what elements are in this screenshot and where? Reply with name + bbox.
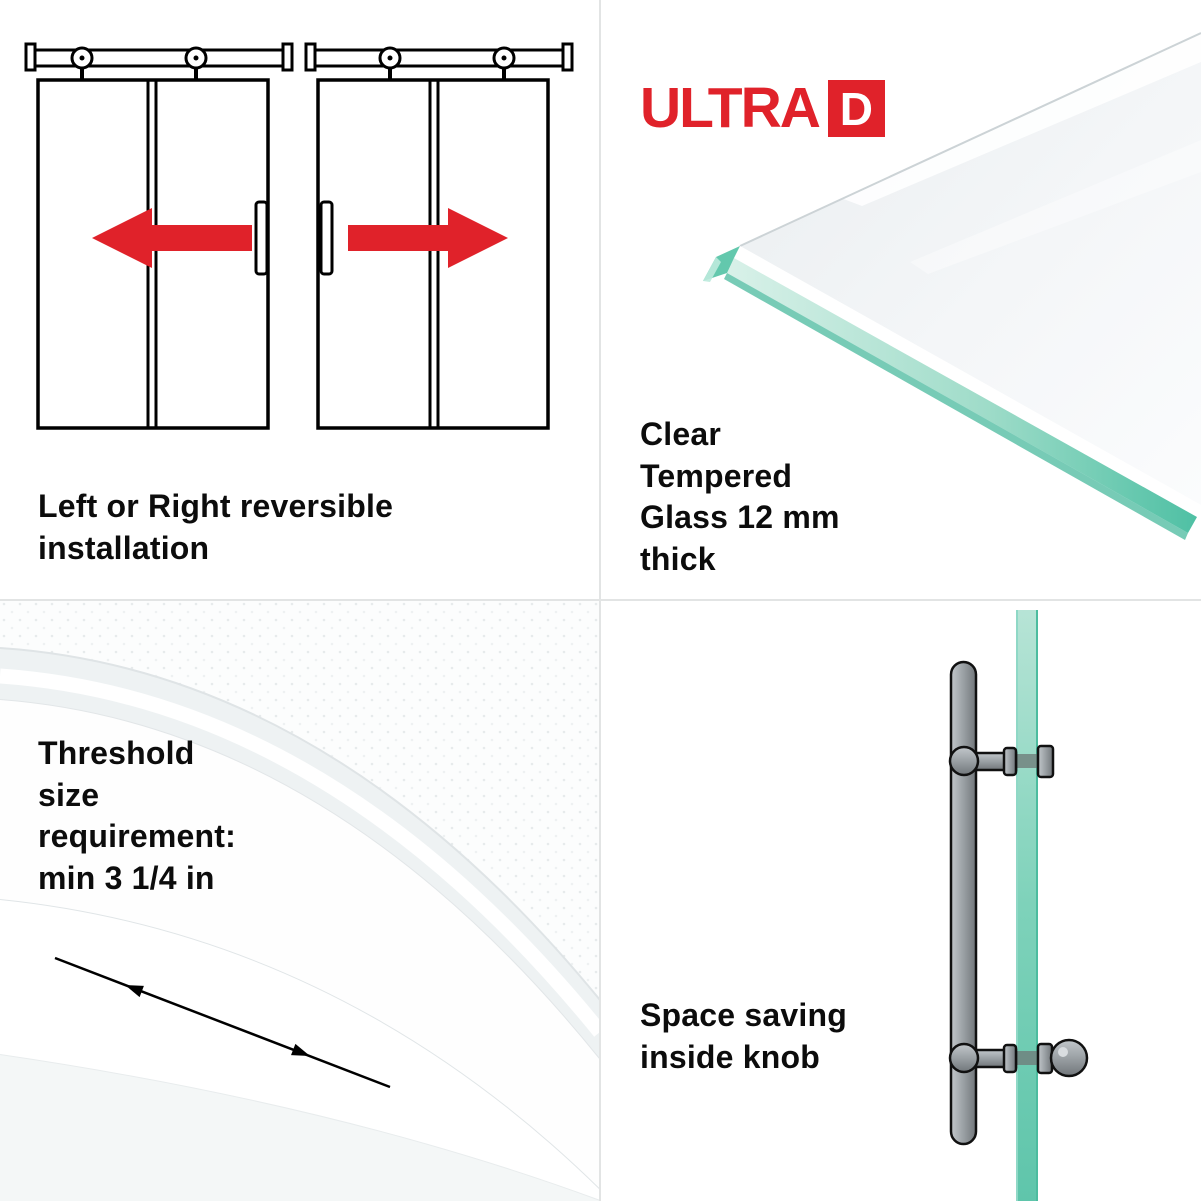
inside-knob <box>1049 1038 1089 1078</box>
caption-reversible-installation: Left or Right reversible installation <box>38 488 394 566</box>
caption-threshold-requirement: Threshold size requirement: min 3 1/4 in <box>38 735 236 896</box>
handle-with-inside-knob-icon <box>948 610 1089 1201</box>
sliding-door-left-diagram <box>24 42 294 430</box>
threshold-dimension-arrow <box>54 956 391 1089</box>
caption-tempered-glass: Clear Tempered Glass 12 mm thick <box>640 416 840 577</box>
shower-tray-threshold-icon <box>0 600 600 1201</box>
caption-space-saving-knob: Space saving inside knob <box>640 997 847 1075</box>
glass-top-surface <box>740 33 1201 505</box>
sliding-door-right-diagram <box>304 42 574 430</box>
tray-floor-texture <box>0 600 600 1000</box>
tempered-glass-panel-icon <box>703 18 1201 540</box>
sliding-doors-diagram <box>24 42 574 430</box>
sliding-door-right-arrow-icon <box>348 208 508 268</box>
handle-bar <box>949 660 978 1146</box>
horizontal-divider <box>0 599 1201 601</box>
brand-name: ULTRA <box>640 76 821 140</box>
brand-logo: ULTRA D <box>640 80 885 137</box>
glass-thickness-edge <box>727 258 1197 533</box>
handle-mounts <box>972 744 1055 1075</box>
brand-boxed-letter: D <box>827 80 885 137</box>
glass-strip <box>1016 610 1038 1201</box>
sliding-door-left-arrow-icon <box>92 208 252 268</box>
